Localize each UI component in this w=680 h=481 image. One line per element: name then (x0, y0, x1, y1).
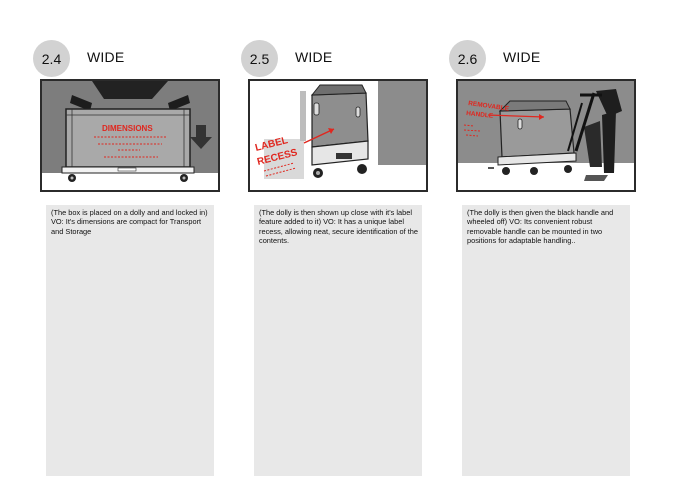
shot-type-label: WIDE (87, 49, 125, 65)
dolly-box-sketch: DIMENSIONS (42, 81, 218, 190)
shot-notes: (The dolly is then given the black handl… (462, 205, 630, 476)
shot-notes: (The dolly is then shown up close with i… (254, 205, 422, 476)
shot-type-label: WIDE (503, 49, 541, 65)
shot-description: (The dolly is then shown up close with i… (259, 208, 418, 246)
shot-type-label: WIDE (295, 49, 333, 65)
storyboard-panel-2-5: 2.5 WIDE LABEL RECE (238, 0, 438, 481)
removable-handle-sketch: REMOVABLE HANDLE (458, 81, 634, 190)
sketch-label-handle: HANDLE (466, 110, 494, 120)
shot-description: (The dolly is then given the black handl… (467, 208, 614, 246)
shot-number-badge: 2.5 (241, 40, 278, 77)
shot-notes: (The box is placed on a dolly and and lo… (46, 205, 214, 476)
label-recess-sketch: LABEL RECESS (250, 81, 426, 190)
sketch-frame: LABEL RECESS (248, 79, 428, 192)
shot-number: 2.6 (457, 50, 478, 67)
sketch-label-dimensions: DIMENSIONS (102, 124, 153, 133)
shot-number-badge: 2.4 (33, 40, 70, 77)
shot-number-badge: 2.6 (449, 40, 486, 77)
shot-number: 2.4 (41, 50, 62, 67)
shot-description: (The box is placed on a dolly and and lo… (51, 208, 208, 236)
storyboard-panel-2-6: 2.6 WIDE (446, 0, 646, 481)
sketch-frame: REMOVABLE HANDLE (456, 79, 636, 192)
sketch-frame: DIMENSIONS (40, 79, 220, 192)
storyboard-panel-2-4: 2.4 WIDE DIMENSIONS (30, 0, 230, 481)
shot-number: 2.5 (249, 50, 270, 67)
